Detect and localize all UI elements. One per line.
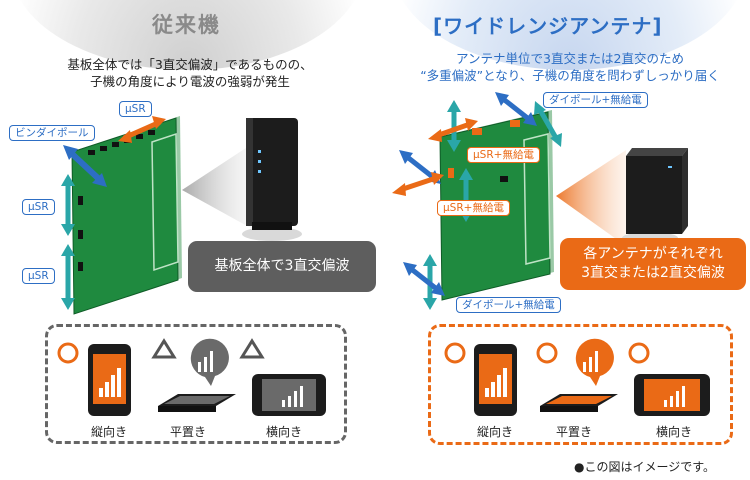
conventional-router-icon [242, 118, 302, 241]
image-note: ●この図はイメージです。 [574, 460, 716, 474]
conventional-device-label-portrait: 縦向き [91, 425, 128, 439]
conventional-device-portrait [57, 342, 131, 416]
wide-range-device-label-portrait: 縦向き [477, 425, 514, 439]
tag-dipole-top: ダイポール+無給電 [543, 92, 648, 108]
wide-range-callout-line1: 各アンテナがそれぞれ [583, 246, 723, 262]
wide-range-description: アンテナ単位で3直交または2直交のため “多重偏波”となり、子機の角度を問わずし… [395, 50, 745, 84]
conventional-device-label-landscape: 横向き [266, 425, 303, 439]
wide-range-arrow-top-orange [428, 118, 478, 142]
wide-range-arrow-bottom-blue [403, 262, 445, 296]
conventional-desc-line2: 子機の角度により電波の強弱が発生 [90, 74, 290, 89]
wide-range-title: [ワイドレンジアンテナ] [433, 14, 663, 38]
wide-range-device-label-flat: 平置き [556, 425, 593, 439]
conventional-devices-box [45, 324, 347, 444]
conventional-description: 基板全体では「3直交偏波」であるものの、 子機の角度により電波の強弱が発生 [20, 56, 360, 90]
conventional-callout: 基板全体で3直交偏波 [188, 241, 376, 292]
wide-range-arrow-top-blue [495, 92, 537, 126]
conventional-title: 従来機 [152, 13, 221, 37]
wide-range-signal-beam [556, 150, 626, 246]
tag-usr-passive-2: μSR+無給電 [437, 200, 510, 216]
wide-range-desc-line1: アンテナ単位で3直交または2直交のため [456, 51, 684, 66]
conventional-board [71, 116, 182, 315]
wide-range-arrow-top-teal [447, 100, 461, 152]
tag-dipole: ビンダイポール [9, 125, 95, 141]
conventional-signal-beam [182, 140, 258, 232]
tag-usr-mid: μSR [22, 199, 55, 215]
conventional-arrow-usr-bottom [61, 244, 75, 310]
conventional-device-label-flat: 平置き [170, 425, 207, 439]
wide-range-device-label-landscape: 横向き [656, 425, 693, 439]
tag-usr-passive-1: μSR+無給電 [467, 147, 540, 163]
conventional-arrow-usr-top [118, 116, 166, 143]
tag-usr-top: μSR [119, 101, 152, 117]
wide-range-callout-line2: 3直交または2直交偏波 [581, 265, 725, 281]
wide-range-arrow-right-teal [534, 101, 562, 147]
wide-range-device-portrait [444, 342, 517, 416]
tag-dipole-bottom: ダイポール+無給電 [456, 297, 561, 313]
wide-range-callout: 各アンテナがそれぞれ 3直交または2直交偏波 [560, 238, 746, 290]
conventional-arrow-usr-mid [61, 174, 75, 236]
conventional-arrow-dipole [63, 145, 107, 187]
wide-range-desc-line2: “多重偏波”となり、子機の角度を問わずしっかり届く [420, 68, 720, 83]
wide-range-devices-box [428, 324, 733, 445]
conventional-desc-line1: 基板全体では「3直交偏波」であるものの、 [67, 57, 313, 72]
wide-range-arrow-mid-orange [392, 172, 444, 196]
wide-range-device-flat [536, 338, 618, 412]
conventional-device-flat [151, 338, 236, 412]
tag-usr-bottom: μSR [22, 268, 55, 284]
conventional-device-landscape [239, 338, 326, 416]
wide-range-device-landscape [628, 342, 710, 416]
wide-range-router-icon [622, 148, 688, 244]
